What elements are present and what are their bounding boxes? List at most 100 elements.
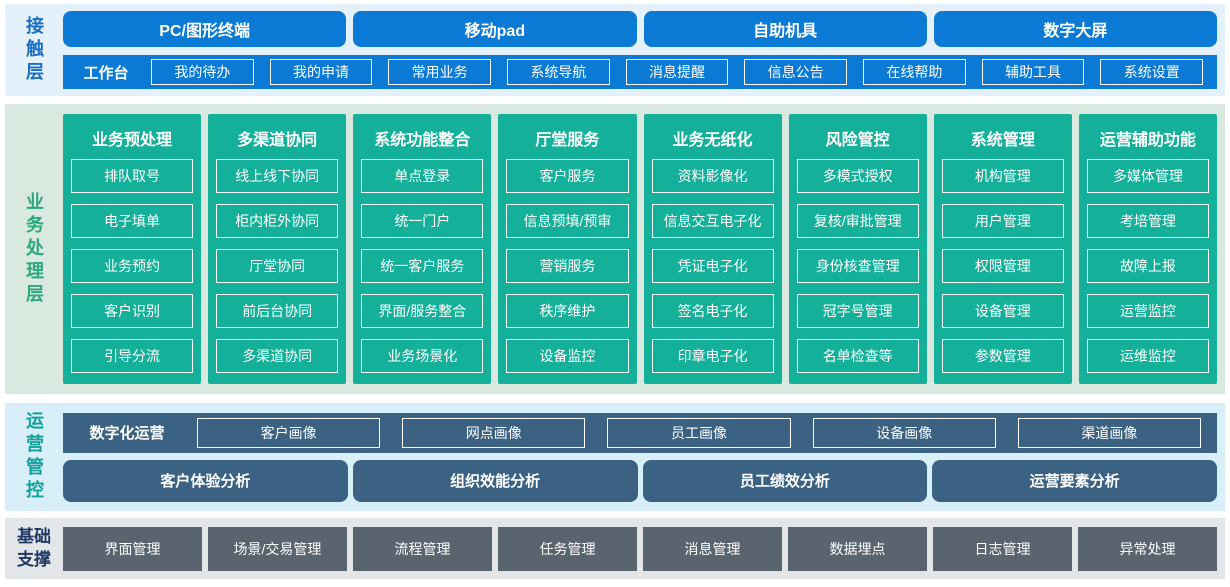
business-layer-label-area: 业务处理层 [5,104,63,394]
device-button-pad: 移动pad [353,11,637,47]
module-item: 用户管理 [941,204,1064,238]
workbench-item-system-settings: 系统设置 [1100,59,1204,85]
module-column-preprocessing: 业务预处理 排队取号 电子填单 业务预约 客户识别 引导分流 [63,114,202,384]
module-item: 多媒体管理 [1086,159,1209,193]
module-item: 线上线下协同 [216,159,339,193]
module-item: 单点登录 [361,159,484,193]
module-items: 多媒体管理 考培管理 故障上报 运营监控 运维监控 [1086,159,1209,373]
module-title: 业务无纸化 [672,132,753,149]
module-title: 厅堂服务 [535,132,600,149]
module-items: 客户服务 信息预填/预审 营销服务 秩序维护 设备监控 [506,159,629,373]
foundation-layer-band: 基础支撑 界面管理 场景/交易管理 流程管理 任务管理 消息管理 数据埋点 日志… [5,518,1225,579]
workbench-item-common-business: 常用业务 [388,59,492,85]
module-item: 多模式授权 [796,159,919,193]
module-item: 考培管理 [1086,204,1209,238]
module-title: 系统功能整合 [374,132,471,149]
module-items: 机构管理 用户管理 权限管理 设备管理 参数管理 [941,159,1064,373]
module-items: 资料影像化 信息交互电子化 凭证电子化 签名电子化 印章电子化 [651,159,774,373]
module-item: 前后台协同 [216,294,339,328]
portrait-device: 设备画像 [812,417,996,448]
business-layer-band: 业务处理层 业务预处理 排队取号 电子填单 业务预约 客户识别 引导分流 多渠道… [5,104,1225,394]
workbench-item-message-reminder: 消息提醒 [625,59,729,85]
workbench-item-todo: 我的待办 [151,59,254,85]
foundation-item-data-tracking: 数据埋点 [788,526,927,571]
module-column-system-integration: 系统功能整合 单点登录 统一门户 统一客户服务 界面/服务整合 业务场景化 [353,114,492,384]
module-item: 故障上报 [1086,249,1209,283]
module-title: 业务预处理 [92,132,173,149]
module-item: 复核/审批管理 [796,204,919,238]
module-item: 引导分流 [71,339,194,373]
module-item: 营销服务 [506,249,629,283]
module-item: 信息预填/预审 [506,204,629,238]
module-items: 线上线下协同 柜内柜外协同 厅堂协同 前后台协同 多渠道协同 [216,159,339,373]
module-column-system-management: 系统管理 机构管理 用户管理 权限管理 设备管理 参数管理 [933,114,1072,384]
module-item: 资料影像化 [651,159,774,193]
business-columns: 业务预处理 排队取号 电子填单 业务预约 客户识别 引导分流 多渠道协同 线上线… [63,104,1225,394]
module-items: 多模式授权 复核/审批管理 身份核查管理 冠字号管理 名单检查等 [796,159,919,373]
device-button-self-service: 自助机具 [643,11,927,47]
operations-layer-label: 运营管控 [24,411,44,503]
module-item: 运维监控 [1086,339,1209,373]
module-item: 信息交互电子化 [651,204,774,238]
foundation-item-message-management: 消息管理 [643,526,782,571]
module-item: 秩序维护 [506,294,629,328]
module-item: 设备监控 [506,339,629,373]
module-items: 单点登录 统一门户 统一客户服务 界面/服务整合 业务场景化 [361,159,484,373]
module-item: 印章电子化 [651,339,774,373]
foundation-item-exception-handling: 异常处理 [1078,526,1217,571]
module-item: 权限管理 [941,249,1064,283]
analysis-row: 客户体验分析 组织效能分析 员工绩效分析 运营要素分析 [63,459,1217,502]
module-item: 电子填单 [71,204,194,238]
contact-layer-band: 接触层 PC/图形终端 移动pad 自助机具 数字大屏 工作台 我的待办 我的申… [5,4,1225,96]
portrait-customer: 客户画像 [197,417,381,448]
module-item: 参数管理 [941,339,1064,373]
digital-operation-bar: 数字化运营 客户画像 网点画像 员工画像 设备画像 渠道画像 [63,412,1217,453]
module-item: 身份核查管理 [796,249,919,283]
workbench-item-my-applications: 我的申请 [269,59,373,85]
module-item: 厅堂协同 [216,249,339,283]
workbench-item-info-bulletin: 信息公告 [744,59,848,85]
device-button-pc: PC/图形终端 [63,11,347,47]
module-column-risk-control: 风险管控 多模式授权 复核/审批管理 身份核查管理 冠字号管理 名单检查等 [788,114,927,384]
module-item: 业务预约 [71,249,194,283]
module-item: 机构管理 [941,159,1064,193]
digital-operation-label: 数字化运营 [89,425,165,442]
analysis-employee-performance: 员工绩效分析 [642,459,928,502]
contact-layer-label: 接触层 [24,15,44,85]
foundation-layer-label: 基础支撑 [17,527,51,569]
analysis-operation-elements: 运营要素分析 [932,459,1217,502]
workbench-item-system-navigation: 系统导航 [507,59,610,85]
operations-layer-body: 数字化运营 客户画像 网点画像 员工画像 设备画像 渠道画像 客户体验分析 组织… [63,403,1225,511]
module-item: 设备管理 [941,294,1064,328]
module-item: 界面/服务整合 [361,294,484,328]
module-item: 统一客户服务 [361,249,484,283]
contact-layer-label-area: 接触层 [5,4,63,96]
module-item: 客户服务 [506,159,629,193]
architecture-diagram: 接触层 PC/图形终端 移动pad 自助机具 数字大屏 工作台 我的待办 我的申… [0,4,1230,587]
module-item: 凭证电子化 [651,249,774,283]
foundation-item-interface-management: 界面管理 [63,526,202,571]
business-layer-label: 业务处理层 [24,191,44,307]
portrait-branch: 网点画像 [402,417,586,448]
workbench-bar: 工作台 我的待办 我的申请 常用业务 系统导航 消息提醒 信息公告 在线帮助 辅… [63,55,1217,89]
module-item: 多渠道协同 [216,339,339,373]
module-column-paperless: 业务无纸化 资料影像化 信息交互电子化 凭证电子化 签名电子化 印章电子化 [643,114,782,384]
operations-layer-band: 运营管控 数字化运营 客户画像 网点画像 员工画像 设备画像 渠道画像 客户体验… [5,403,1225,511]
workbench-item-online-help: 在线帮助 [863,59,966,85]
foundation-row: 界面管理 场景/交易管理 流程管理 任务管理 消息管理 数据埋点 日志管理 异常… [63,518,1225,579]
module-item: 排队取号 [71,159,194,193]
module-column-multichannel: 多渠道协同 线上线下协同 柜内柜外协同 厅堂协同 前后台协同 多渠道协同 [208,114,347,384]
device-button-big-screen: 数字大屏 [933,11,1217,47]
module-title: 风险管控 [825,132,890,149]
analysis-customer-experience: 客户体验分析 [63,459,348,502]
foundation-item-task-management: 任务管理 [498,526,637,571]
module-item: 统一门户 [361,204,484,238]
contact-layer-body: PC/图形终端 移动pad 自助机具 数字大屏 工作台 我的待办 我的申请 常用… [63,4,1225,96]
portrait-employee: 员工画像 [607,417,791,448]
module-title: 运营辅助功能 [1099,132,1196,149]
module-item: 客户识别 [71,294,194,328]
module-column-operation-auxiliary: 运营辅助功能 多媒体管理 考培管理 故障上报 运营监控 运维监控 [1078,114,1217,384]
foundation-layer-label-area: 基础支撑 [5,518,63,579]
module-item: 业务场景化 [361,339,484,373]
workbench-label: 工作台 [83,64,129,82]
